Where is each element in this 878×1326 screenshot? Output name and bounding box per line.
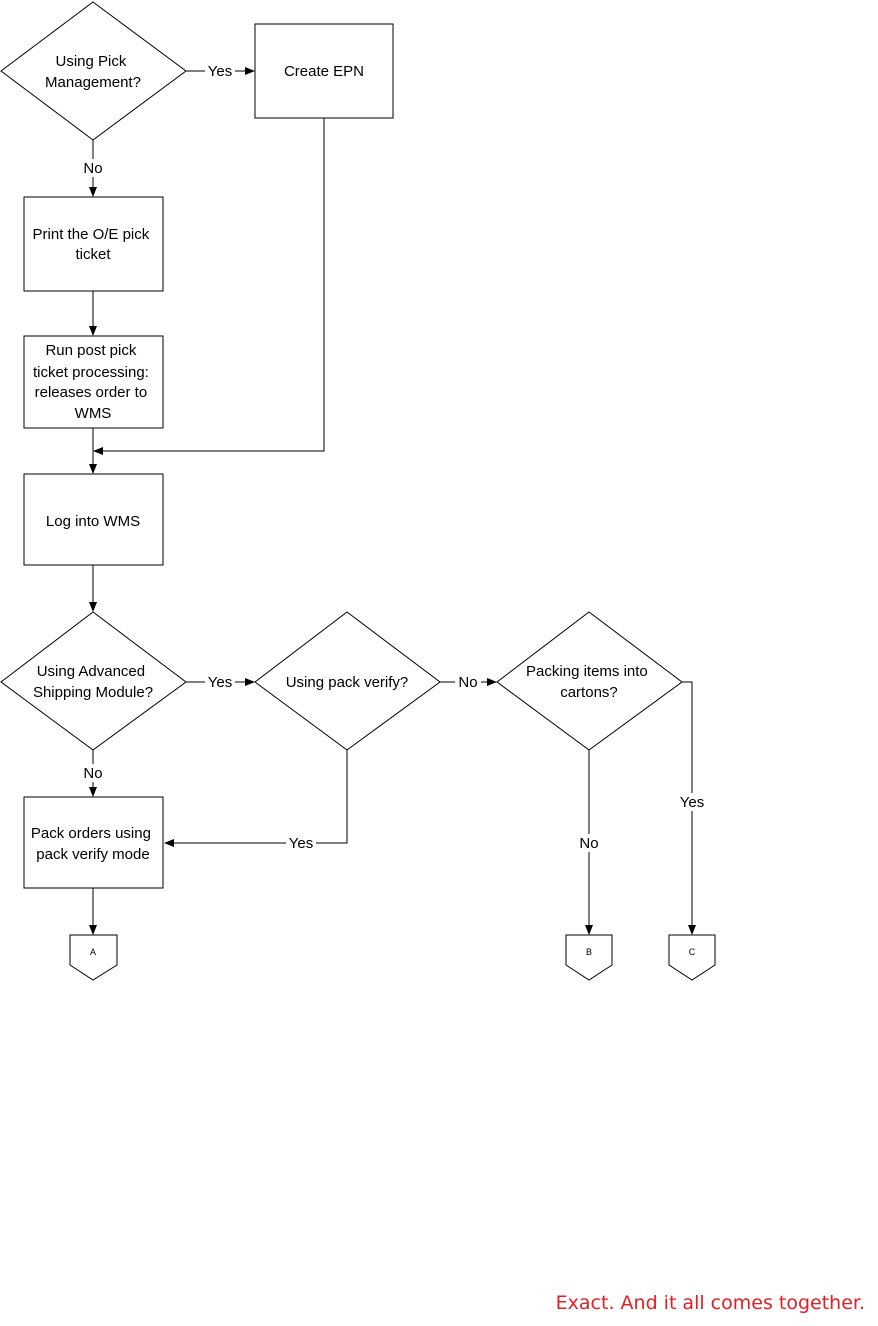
decision-pick-management-text: Using Pick Management?: [45, 53, 141, 91]
decision-packing-cartons-line: cartons?: [560, 684, 618, 701]
offpage-connector-a-label: A: [90, 947, 96, 957]
decision-packing-cartons-line: Packing items into: [526, 663, 648, 680]
decision-pack-verify-text: Using pack verify?: [286, 674, 409, 691]
process-print-ticket-text: Print the O/E pick ticket: [33, 226, 154, 263]
decision-pack-verify: Using pack verify?: [254, 611, 441, 751]
edge-label-adv-yes: Yes: [208, 674, 232, 691]
edge-label-pick-no: No: [83, 160, 102, 177]
decision-advanced-shipping-text: Using Advanced Shipping Module?: [33, 663, 153, 701]
edge-label-pv-no: No: [458, 674, 477, 691]
edge-label-cartons-yes: Yes: [680, 794, 704, 811]
process-pack-orders: Pack orders using pack verify mode: [23, 796, 164, 889]
process-log-wms: Log into WMS: [23, 473, 164, 566]
decision-pick-management-line: Management?: [45, 74, 141, 91]
process-print-ticket-line: Print the O/E pick: [33, 226, 150, 243]
decision-pack-verify-line: Using pack verify?: [286, 674, 409, 691]
process-create-epn: Create EPN: [254, 23, 394, 119]
decision-pick-management: Using Pick Management?: [0, 1, 187, 141]
offpage-connector-b-label: B: [586, 947, 592, 957]
process-post-pick-line: ticket processing:: [33, 364, 149, 381]
decision-advanced-shipping-line: Using Advanced: [37, 663, 145, 680]
process-print-ticket-line: ticket: [75, 246, 111, 263]
edge-pv-yes: [164, 750, 348, 847]
process-log-wms-line: Log into WMS: [46, 513, 140, 530]
offpage-connector-a: A: [69, 934, 118, 981]
decision-advanced-shipping-line: Shipping Module?: [33, 684, 153, 701]
edge-label-cartons-no: No: [579, 835, 598, 852]
process-post-pick-line: releases order to: [35, 384, 148, 401]
edge-label-pick-yes: Yes: [208, 63, 232, 80]
process-pack-orders-line: Pack orders using: [31, 825, 151, 842]
decision-advanced-shipping: Using Advanced Shipping Module?: [0, 611, 187, 751]
process-log-wms-text: Log into WMS: [46, 513, 140, 530]
edge-label-pv-yes: Yes: [289, 835, 313, 852]
process-post-pick-line: WMS: [75, 405, 112, 422]
connector-lines: [89, 67, 696, 935]
decision-packing-cartons: Packing items into cartons?: [496, 611, 683, 751]
process-create-epn-text: Create EPN: [284, 63, 364, 80]
brand-tagline: Exact. And it all comes together.: [555, 1292, 865, 1314]
offpage-connector-c-label: C: [689, 947, 696, 957]
process-post-pick-line: Run post pick: [45, 342, 136, 359]
process-pack-orders-text: Pack orders using pack verify mode: [31, 825, 155, 863]
decision-pick-management-line: Using Pick: [55, 53, 126, 70]
edge-cartons-yes: [682, 681, 696, 935]
process-print-ticket: Print the O/E pick ticket: [23, 196, 164, 292]
process-post-pick-text: Run post pick ticket processing: release…: [33, 342, 153, 422]
edge-epn-join: [93, 118, 325, 455]
edge-label-adv-no: No: [83, 765, 102, 782]
process-post-pick: Run post pick ticket processing: release…: [23, 335, 164, 429]
offpage-connector-c: C: [668, 934, 716, 981]
process-create-epn-line: Create EPN: [284, 63, 364, 80]
edge-labels: Yes No Yes No No Yes No Yes: [80, 62, 707, 852]
decision-packing-cartons-text: Packing items into cartons?: [526, 663, 652, 701]
process-pack-orders-line: pack verify mode: [36, 846, 149, 863]
offpage-connector-b: B: [565, 934, 613, 981]
